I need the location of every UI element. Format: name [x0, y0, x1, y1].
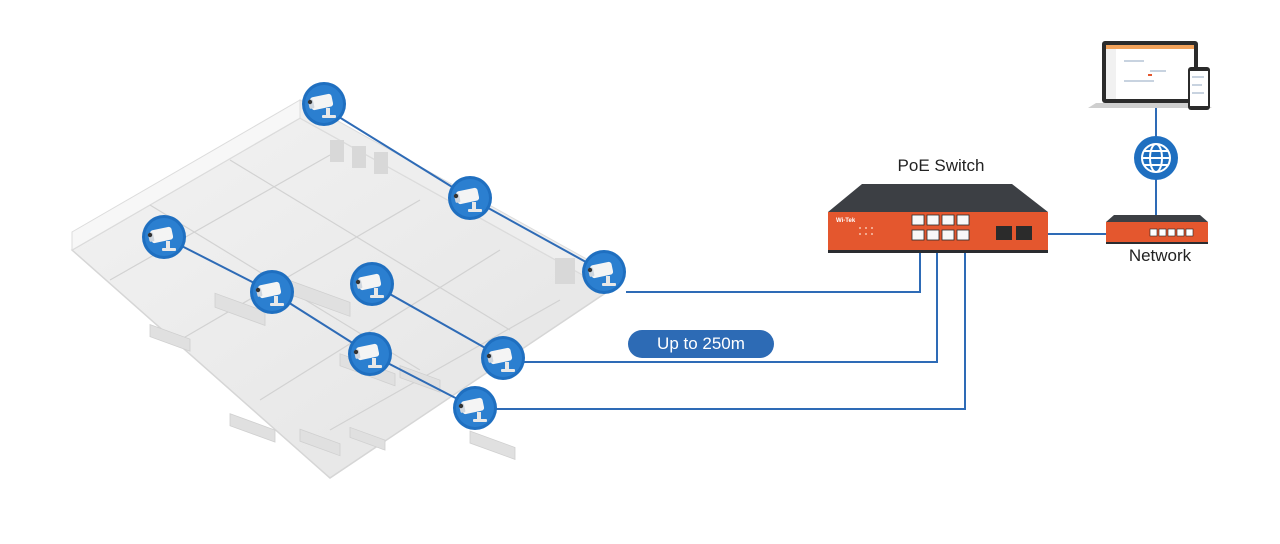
cable-cam3-port1 — [626, 244, 921, 293]
camera-icon — [582, 250, 626, 294]
cable-cam1-cam2 — [317, 103, 471, 199]
distance-badge: Up to 250m — [628, 330, 774, 358]
network-label: Network — [1128, 246, 1192, 265]
camera-icon — [453, 386, 497, 430]
cable-cam2-cam3 — [469, 197, 605, 273]
switch-icon: Wi-Tek — [828, 184, 1048, 253]
switch-label: PoE Switch — [897, 156, 985, 175]
office-floorplan — [70, 99, 612, 479]
phone-icon — [1188, 67, 1210, 110]
globe-icon — [1134, 136, 1178, 180]
camera-icon — [250, 270, 294, 314]
camera-icon — [350, 262, 394, 306]
cable-cam9-port2 — [524, 244, 938, 363]
camera-icon — [142, 215, 186, 259]
laptop-icon — [1088, 41, 1212, 108]
cable-cam6-cam9 — [371, 283, 504, 359]
switch-brand: Wi-Tek — [836, 218, 856, 224]
router-icon — [1106, 215, 1208, 244]
camera-icon — [348, 332, 392, 376]
camera-icon — [481, 336, 525, 380]
cable-cam8-port3 — [496, 244, 966, 410]
camera-icon — [302, 82, 346, 126]
camera-icon — [448, 176, 492, 220]
